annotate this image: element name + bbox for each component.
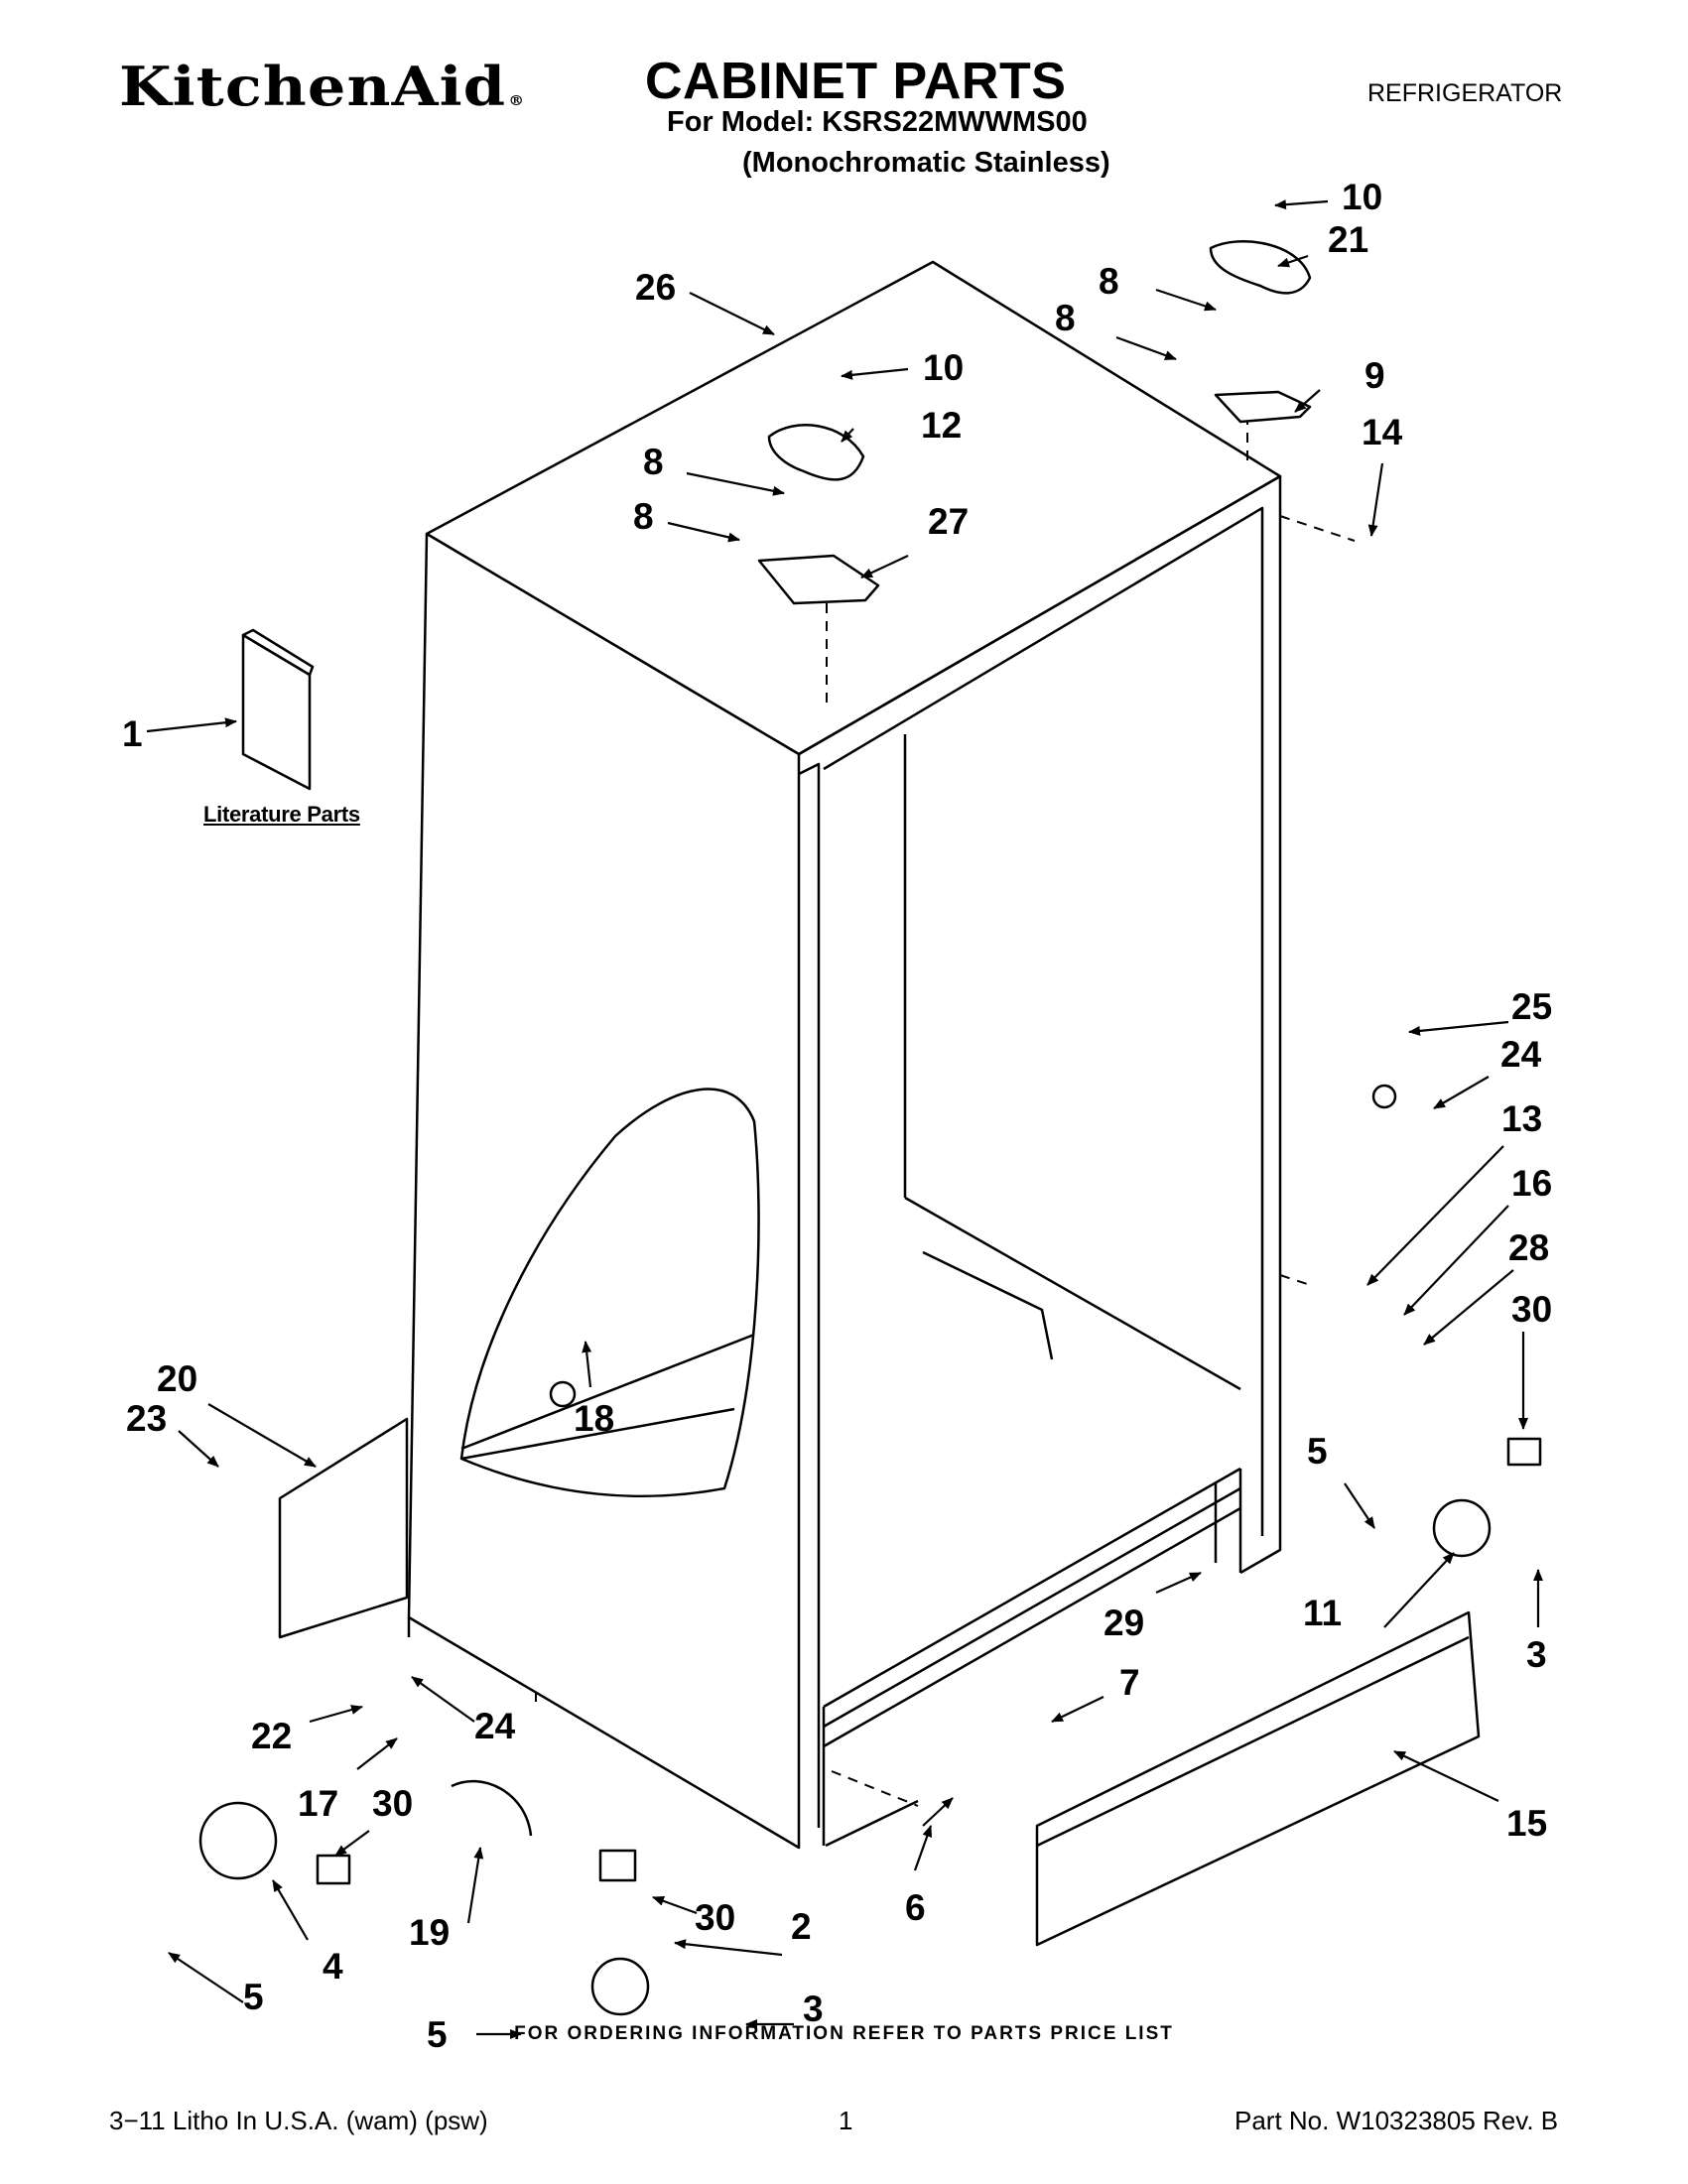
callout-30: 30 bbox=[1511, 1289, 1552, 1330]
part-number: Part No. W10323805 Rev. B bbox=[1234, 2106, 1559, 2135]
callout-28: 28 bbox=[1508, 1227, 1549, 1268]
page-number: 1 bbox=[839, 2106, 853, 2135]
litho-info: 3−11 Litho In U.S.A. (wam) (psw) bbox=[109, 2106, 488, 2135]
literature-parts-label: Literature Parts bbox=[203, 802, 360, 827]
callout-26: 26 bbox=[635, 267, 676, 308]
callout-29: 29 bbox=[1104, 1603, 1144, 1643]
cabinet-drawing bbox=[198, 240, 1542, 2016]
callout-20: 20 bbox=[157, 1358, 197, 1399]
callout-17: 17 bbox=[298, 1783, 338, 1824]
callout-24: 24 bbox=[474, 1706, 516, 1746]
callout-8: 8 bbox=[1055, 298, 1076, 338]
callout-13: 13 bbox=[1501, 1098, 1542, 1139]
variant-line: (Monochromatic Stainless) bbox=[742, 147, 1110, 179]
callout-12: 12 bbox=[921, 405, 962, 446]
callout-1: 1 bbox=[122, 713, 143, 754]
callout-arrows bbox=[146, 199, 1543, 2039]
cabinet-front-edge bbox=[798, 474, 1282, 1575]
callout-15: 15 bbox=[1506, 1803, 1547, 1844]
registered-mark: ® bbox=[508, 93, 526, 109]
callout-6: 6 bbox=[905, 1887, 926, 1928]
callout-16: 16 bbox=[1511, 1163, 1552, 1204]
callout-5: 5 bbox=[1307, 1431, 1328, 1472]
callout-8: 8 bbox=[643, 442, 664, 482]
callout-27: 27 bbox=[928, 501, 969, 542]
callout-21: 21 bbox=[1328, 219, 1368, 260]
callout-19: 19 bbox=[409, 1912, 450, 1953]
callout-5: 5 bbox=[427, 2014, 448, 2055]
callout-5: 5 bbox=[243, 1977, 264, 2017]
brand-logo: KitchenAid® bbox=[119, 55, 525, 118]
callout-8: 8 bbox=[1099, 261, 1119, 302]
ordering-note: FOR ORDERING INFORMATION REFER TO PARTS … bbox=[514, 2023, 1174, 2044]
callout-8: 8 bbox=[633, 496, 654, 537]
callout-10: 10 bbox=[1342, 177, 1382, 217]
brand-name: KitchenAid bbox=[119, 55, 507, 118]
callout-9: 9 bbox=[1364, 355, 1385, 396]
callout-22: 22 bbox=[251, 1716, 292, 1756]
callout-labels: 1 2 3 3 4 5 5 5 6 7 8 8 8 8 9 10 10 11 1… bbox=[122, 177, 1552, 2055]
callout-3: 3 bbox=[803, 1989, 824, 2029]
callout-11: 11 bbox=[1303, 1593, 1342, 1633]
page-title: CABINET PARTS bbox=[645, 53, 1067, 110]
callout-7: 7 bbox=[1119, 1662, 1140, 1703]
callout-14: 14 bbox=[1362, 412, 1403, 452]
callout-10: 10 bbox=[923, 347, 964, 388]
callout-23: 23 bbox=[126, 1398, 167, 1439]
category-label: REFRIGERATOR bbox=[1367, 79, 1563, 107]
callout-30: 30 bbox=[695, 1897, 735, 1938]
callout-3: 3 bbox=[1526, 1634, 1547, 1675]
callout-2: 2 bbox=[791, 1906, 812, 1947]
callout-25: 25 bbox=[1511, 986, 1552, 1027]
callout-4: 4 bbox=[323, 1946, 343, 1987]
callout-24: 24 bbox=[1500, 1034, 1542, 1075]
callout-18: 18 bbox=[574, 1398, 614, 1439]
callout-30: 30 bbox=[372, 1783, 413, 1824]
model-line: For Model: KSRS22MWWMS00 bbox=[667, 106, 1088, 138]
